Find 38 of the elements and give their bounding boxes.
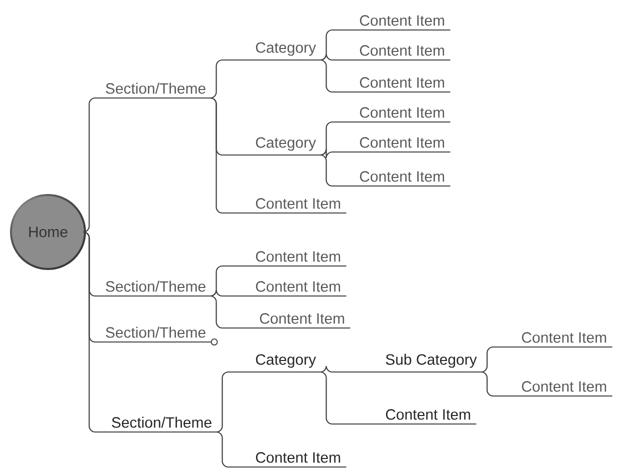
branch-line — [320, 59, 354, 93]
branch-line — [320, 148, 354, 159]
topic-label: Content Item — [354, 45, 450, 61]
branch-line — [210, 97, 250, 214]
topic-label: Content Item — [516, 381, 612, 397]
branch-line — [210, 59, 250, 99]
collapsed-topic: Section/Theme — [100, 326, 218, 346]
topic-label: Category — [250, 354, 322, 373]
topic-label: Content Item — [380, 409, 476, 425]
topic-label: Content Item — [254, 313, 350, 329]
branch-line — [480, 371, 516, 397]
branch-line — [82, 231, 106, 433]
topic-label: Content Item — [354, 15, 450, 31]
topic-label: Content Item — [250, 198, 346, 214]
topic-label: Section/Theme — [106, 416, 218, 433]
topic-label: Content Item — [354, 77, 450, 93]
branch-line — [320, 371, 380, 425]
topic-label: Content Item — [354, 107, 450, 123]
topic-label: Category — [250, 137, 322, 156]
topic-label: Content Item — [250, 281, 346, 297]
topic-label: Category — [250, 42, 322, 61]
branch-line — [210, 289, 250, 297]
topic-label: Content Item — [250, 452, 346, 468]
branch-line — [320, 365, 380, 373]
branch-line — [320, 53, 354, 61]
node-label: Section/Theme — [106, 326, 206, 338]
branch-line — [320, 154, 354, 187]
branch-line — [210, 295, 254, 329]
topic-label: Content Item — [516, 332, 612, 348]
branch-line — [216, 431, 250, 468]
branch-line — [480, 346, 516, 373]
topic-label: Content Item — [354, 171, 450, 187]
topic-label: Section/Theme — [100, 280, 212, 297]
branch-line — [216, 371, 250, 433]
topic-label: Content Item — [250, 251, 346, 267]
topic-label: Content Item — [354, 137, 450, 153]
topic-label: Sub Category — [380, 354, 482, 373]
topic-label: Section/Theme — [100, 82, 212, 99]
